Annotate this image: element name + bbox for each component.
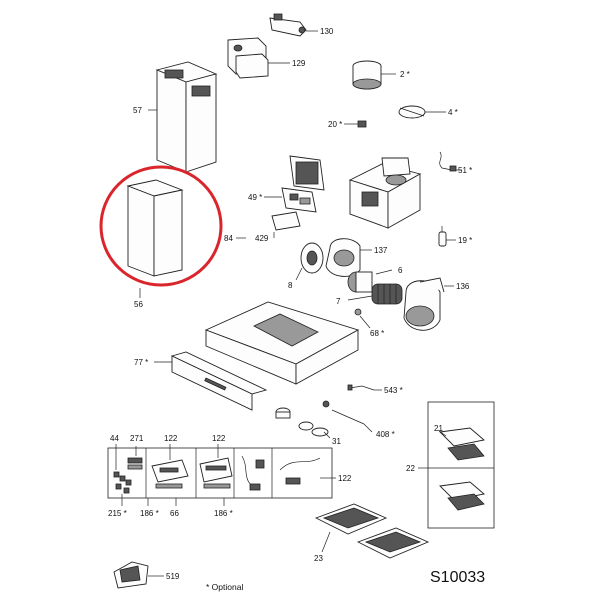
part-motor-housing [348, 157, 422, 229]
filter-kit-panel: 21 22 [406, 401, 495, 529]
part-2-collar: 2 * [352, 60, 410, 90]
label-271: 271 [130, 434, 144, 443]
part-136-blower-housing: 136 [403, 277, 470, 331]
label-8: 8 [288, 281, 293, 290]
label-56: 56 [134, 300, 143, 309]
label-7: 7 [336, 297, 341, 306]
label-23: 23 [314, 554, 323, 563]
label-68: 68 * [370, 329, 384, 338]
part-21-grease-filter [439, 427, 485, 461]
diagram-code: S10033 [430, 569, 485, 586]
part-31: 31 [311, 427, 341, 446]
part-51-cable: 51 * [439, 151, 472, 175]
part-20-clip: 20 * [328, 120, 367, 129]
label-408: 408 * [376, 430, 395, 439]
label-57: 57 [133, 106, 142, 115]
label-122-c: 122 [338, 474, 352, 483]
part-130-bracket: 130 [269, 13, 334, 37]
part-543-wire: 543 * [347, 384, 403, 395]
part-137-volute: 137 [325, 238, 388, 277]
label-20: 20 * [328, 120, 342, 129]
label-519: 519 [166, 572, 180, 581]
label-31: 31 [332, 437, 341, 446]
label-129: 129 [292, 59, 306, 68]
part-filter-module [289, 155, 325, 191]
part-519-bracket: 519 [113, 561, 180, 589]
part-19-capacitor: 19 * [438, 226, 472, 247]
kit-186-board [199, 457, 233, 489]
label-429: 429 [255, 234, 269, 243]
label-136: 136 [456, 282, 470, 291]
label-66: 66 [170, 509, 179, 518]
label-44: 44 [110, 434, 119, 443]
label-186-b: 186 * [214, 509, 233, 518]
label-21: 21 [434, 424, 443, 433]
part-57-upper-chimney: 57 [133, 61, 218, 173]
highlight-circle [99, 165, 223, 287]
part-22-carbon-filter [439, 481, 485, 511]
label-19: 19 * [458, 236, 472, 245]
part-68-screw: 68 * [354, 308, 384, 338]
kit-215-knobs [113, 471, 132, 494]
label-186-a: 186 * [140, 509, 159, 518]
accessory-kit-panel: 44 271 122 122 122 215 * 186 * 66 186 * [107, 434, 352, 518]
label-137: 137 [374, 246, 388, 255]
label-2: 2 * [400, 70, 410, 79]
label-215: 215 * [108, 509, 127, 518]
label-122-a: 122 [164, 434, 178, 443]
kit-wiring [241, 455, 265, 491]
part-lamp-sockets [275, 400, 330, 431]
kit-66-board [151, 459, 189, 489]
part-49-control-board: 49 * [248, 187, 317, 213]
label-49: 49 * [248, 193, 262, 202]
chimney-vent-slots [164, 69, 211, 97]
part-408-wire: 408 * [331, 409, 395, 439]
label-122-b: 122 [212, 434, 226, 443]
part-8-fan-disc: 8 [288, 242, 324, 290]
label-543: 543 * [384, 386, 403, 395]
label-6: 6 [398, 266, 403, 275]
part-hood-canopy [204, 301, 360, 385]
part-56-lower-chimney: 56 [99, 165, 223, 309]
part-7-blower-wheel: 7 [336, 283, 403, 306]
kit-122-harness [279, 457, 321, 485]
part-429-cover: 429 [255, 211, 301, 243]
label-130: 130 [320, 27, 334, 36]
label-group-84: 84 [224, 234, 246, 243]
kit-271-buttons [127, 457, 143, 470]
part-129-duct-connector: 129 [227, 37, 306, 79]
label-4: 4 * [448, 108, 458, 117]
part-77-front-panel: 77 * [134, 351, 268, 411]
optional-note: * Optional [206, 582, 243, 592]
part-23-metal-filters: 23 [314, 503, 430, 563]
part-4-gasket: 4 * [398, 105, 458, 119]
label-51: 51 * [458, 166, 472, 175]
part-6-motor: 6 [347, 266, 403, 293]
label-22: 22 [406, 464, 415, 473]
label-84: 84 [224, 234, 233, 243]
label-77: 77 * [134, 358, 148, 367]
